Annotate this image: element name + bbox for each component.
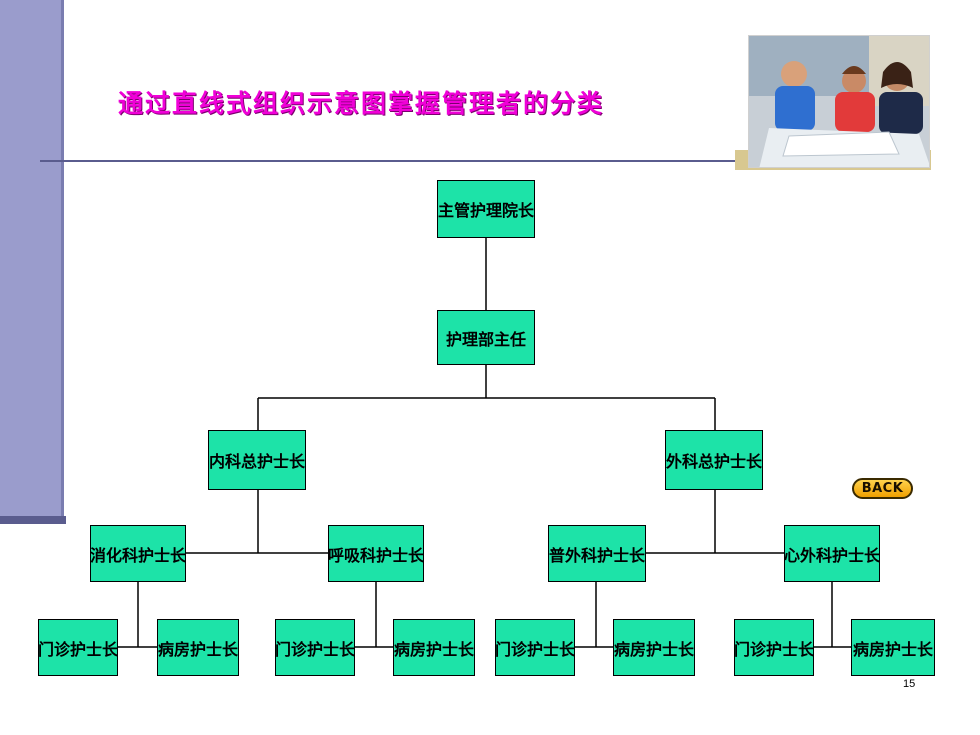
node-unit-head-inpatient: 病房护士长 [851, 619, 935, 676]
node-ward-head-gastro: 消化科护士长 [90, 525, 186, 582]
slide-title: 通过直线式组织示意图掌握管理者的分类 [118, 89, 605, 118]
sidebar-shadow [0, 516, 66, 524]
node-nursing-director: 护理部主任 [437, 310, 535, 365]
node-unit-head-inpatient: 病房护士长 [613, 619, 695, 676]
node-chief-nursing-dean: 主管护理院长 [437, 180, 535, 238]
node-ward-head-cardiac-surgery: 心外科护士长 [784, 525, 880, 582]
node-unit-head-inpatient: 病房护士长 [393, 619, 475, 676]
node-general-head-surgery: 外科总护士长 [665, 430, 763, 490]
node-unit-head-inpatient: 病房护士长 [157, 619, 239, 676]
back-button[interactable]: BACK [852, 478, 913, 499]
node-unit-head-outpatient: 门诊护士长 [495, 619, 575, 676]
node-unit-head-outpatient: 门诊护士长 [734, 619, 814, 676]
title-divider [40, 160, 930, 162]
page-number: 15 [903, 678, 916, 690]
node-general-head-internal: 内科总护士长 [208, 430, 306, 490]
meeting-photo-illustration [749, 36, 929, 167]
node-unit-head-outpatient: 门诊护士长 [275, 619, 355, 676]
node-ward-head-general-surgery: 普外科护士长 [548, 525, 646, 582]
slide-sidebar [0, 0, 64, 524]
node-unit-head-outpatient: 门诊护士长 [38, 619, 118, 676]
node-ward-head-respiratory: 呼吸科护士长 [328, 525, 424, 582]
meeting-photo [748, 35, 930, 168]
